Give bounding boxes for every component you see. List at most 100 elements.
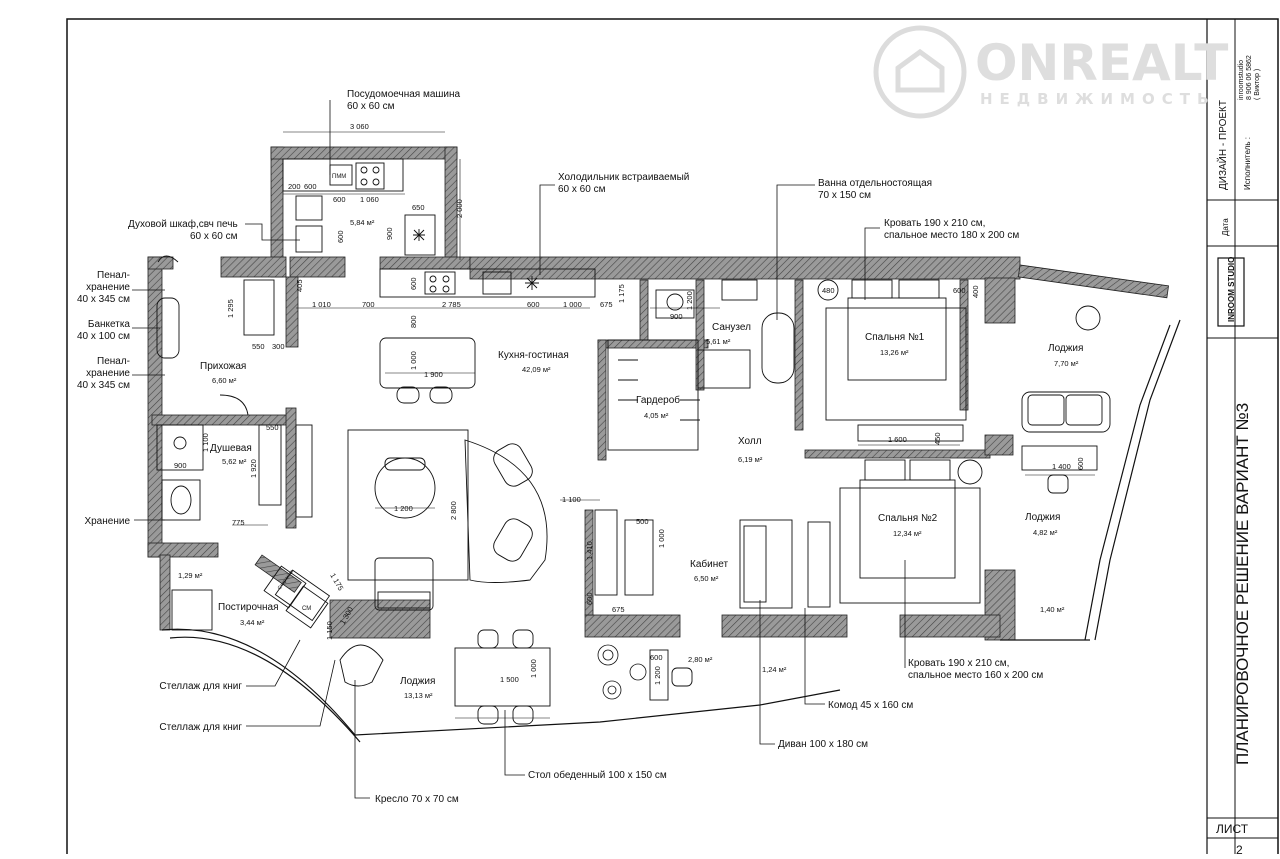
svg-text:1 200: 1 200 bbox=[394, 504, 413, 513]
watermark-subtitle: НЕДВИЖИМОСТЬ bbox=[980, 90, 1215, 108]
svg-text:5,84 м²: 5,84 м² bbox=[350, 218, 375, 227]
svg-text:400: 400 bbox=[971, 285, 980, 298]
svg-text:1 000: 1 000 bbox=[409, 351, 418, 370]
svg-text:1,29 м²: 1,29 м² bbox=[178, 571, 203, 580]
svg-text:675: 675 bbox=[612, 605, 625, 614]
svg-text:1,40 м²: 1,40 м² bbox=[1040, 605, 1065, 614]
svg-text:хранение: хранение bbox=[86, 368, 130, 379]
room-shower: Душевая 5,62 м² bbox=[210, 443, 252, 466]
callout-bed-2: Кровать 190 х 210 см,спальное место 160 … bbox=[908, 658, 1043, 681]
kitchen-counter bbox=[379, 268, 596, 298]
svg-text:12,34 м²: 12,34 м² bbox=[893, 529, 922, 538]
room-wardrobe: Гардероб 4,05 м² bbox=[636, 394, 680, 420]
svg-text:1 000: 1 000 bbox=[529, 659, 538, 678]
svg-text:Постирочная: Постирочная bbox=[218, 602, 279, 613]
svg-text:Стеллаж для книг: Стеллаж для книг bbox=[159, 681, 242, 692]
svg-text:70 х 150 см: 70 х 150 см bbox=[818, 190, 871, 201]
svg-text:Душевая: Душевая bbox=[210, 443, 252, 454]
contact-3: ( Виктор ) bbox=[1254, 69, 1261, 100]
callout-dining-table: Стол обеденный 100 х 150 см bbox=[528, 769, 667, 781]
loggia-right-furniture bbox=[1021, 305, 1111, 494]
dimension-lines bbox=[232, 131, 1095, 719]
svg-text:Банкетка: Банкетка bbox=[88, 319, 131, 330]
svg-text:хранение: хранение bbox=[86, 282, 130, 293]
svg-text:40 х 100 см: 40 х 100 см bbox=[77, 331, 130, 342]
svg-text:675: 675 bbox=[600, 300, 613, 309]
study-furniture bbox=[594, 509, 793, 609]
svg-text:900: 900 bbox=[670, 312, 683, 321]
studio-logo bbox=[1217, 257, 1245, 327]
svg-text:775: 775 bbox=[232, 518, 245, 527]
svg-text:1 175: 1 175 bbox=[617, 284, 626, 303]
contact-1: inroomstudio bbox=[1238, 60, 1245, 100]
svg-text:2 800: 2 800 bbox=[449, 501, 458, 520]
bath-fixtures bbox=[607, 279, 795, 451]
watermark: ONREALT НЕДВИЖИМОСТЬ bbox=[873, 25, 1228, 119]
svg-text:7,70 м²: 7,70 м² bbox=[1054, 359, 1079, 368]
svg-text:300: 300 bbox=[272, 342, 285, 351]
svg-text:спальное место 160 х 200 см: спальное место 160 х 200 см bbox=[908, 670, 1043, 681]
svg-text:Кровать 190 х 210 см,: Кровать 190 х 210 см, bbox=[884, 218, 985, 229]
svg-text:1 400: 1 400 bbox=[1052, 462, 1071, 471]
svg-text:450: 450 bbox=[933, 432, 942, 445]
svg-text:60 х 60 см: 60 х 60 см bbox=[347, 101, 395, 112]
svg-text:600: 600 bbox=[336, 230, 345, 243]
svg-text:Гардероб: Гардероб bbox=[636, 394, 680, 406]
callout-armchair: Кресло 70 х 70 см bbox=[375, 794, 459, 805]
contact-2: 8 906 06 5862 bbox=[1246, 55, 1253, 100]
svg-text:1 920: 1 920 bbox=[249, 459, 258, 478]
callout-bed-1: Кровать 190 х 210 см,спальное место 180 … bbox=[884, 218, 1019, 241]
svg-text:Лоджия: Лоджия bbox=[1048, 343, 1083, 354]
bedroom-1-furniture bbox=[817, 279, 967, 442]
svg-text:6,19 м²: 6,19 м² bbox=[738, 455, 763, 464]
sheet-label: ЛИСТ bbox=[1216, 822, 1249, 836]
svg-text:СМ: СМ bbox=[302, 606, 311, 612]
svg-text:5,61 м²: 5,61 м² bbox=[706, 337, 731, 346]
svg-text:5,62 м²: 5,62 м² bbox=[222, 457, 247, 466]
svg-text:42,09 м²: 42,09 м² bbox=[522, 365, 551, 374]
sheet-title: ПЛАНИРОВОЧНОЕ РЕШЕНИЕ ВАРИАНТ №3 bbox=[1233, 403, 1252, 765]
svg-text:405: 405 bbox=[295, 279, 304, 292]
watermark-brand: ONREALT bbox=[975, 34, 1228, 92]
svg-text:550: 550 bbox=[252, 342, 265, 351]
callout-bookshelf-1: Стеллаж для книг bbox=[159, 681, 242, 692]
project-label: ДИЗАЙН - ПРОЕКТ bbox=[1216, 100, 1229, 190]
svg-text:1,24 м²: 1,24 м² bbox=[762, 665, 787, 674]
svg-text:Диван 100 х 180 см: Диван 100 х 180 см bbox=[778, 739, 868, 750]
svg-text:200: 200 bbox=[288, 182, 301, 191]
svg-text:1 100: 1 100 bbox=[201, 433, 210, 452]
svg-text:Лоджия: Лоджия bbox=[1025, 512, 1060, 523]
title-block: ПЛАНИРОВОЧНОЕ РЕШЕНИЕ ВАРИАНТ №3 ДИЗАЙН … bbox=[1216, 55, 1261, 857]
svg-text:1 100: 1 100 bbox=[562, 495, 581, 504]
svg-text:1 200: 1 200 bbox=[653, 666, 662, 685]
kitchen-island bbox=[379, 337, 476, 404]
svg-text:1 410: 1 410 bbox=[585, 541, 594, 560]
svg-text:550: 550 bbox=[266, 423, 279, 432]
svg-text:Стеллаж для книг: Стеллаж для книг bbox=[159, 722, 242, 733]
dimension-texts: 3 060 600 200 600 1 060 650 2 000 900 60… bbox=[174, 122, 1085, 685]
sheet-number: 2 bbox=[1236, 843, 1243, 854]
living-area bbox=[347, 429, 548, 611]
svg-text:600: 600 bbox=[585, 592, 594, 605]
svg-text:4,05 м²: 4,05 м² bbox=[644, 411, 669, 420]
bedroom-2-furniture bbox=[807, 459, 983, 608]
svg-text:1 175: 1 175 bbox=[328, 572, 345, 593]
room-loggia-2: Лоджия 7,70 м² bbox=[1048, 343, 1083, 368]
svg-text:Духовой шкаф,свч печь: Духовой шкаф,свч печь bbox=[128, 218, 238, 230]
svg-text:13,13 м²: 13,13 м² bbox=[404, 691, 433, 700]
svg-text:2 000: 2 000 bbox=[455, 199, 464, 218]
svg-text:40 х 345 см: 40 х 345 см bbox=[77, 294, 130, 305]
svg-text:600: 600 bbox=[650, 653, 663, 662]
svg-text:Пенал-: Пенал- bbox=[97, 270, 130, 281]
svg-text:Холодильник встраиваемый: Холодильник встраиваемый bbox=[558, 172, 689, 183]
